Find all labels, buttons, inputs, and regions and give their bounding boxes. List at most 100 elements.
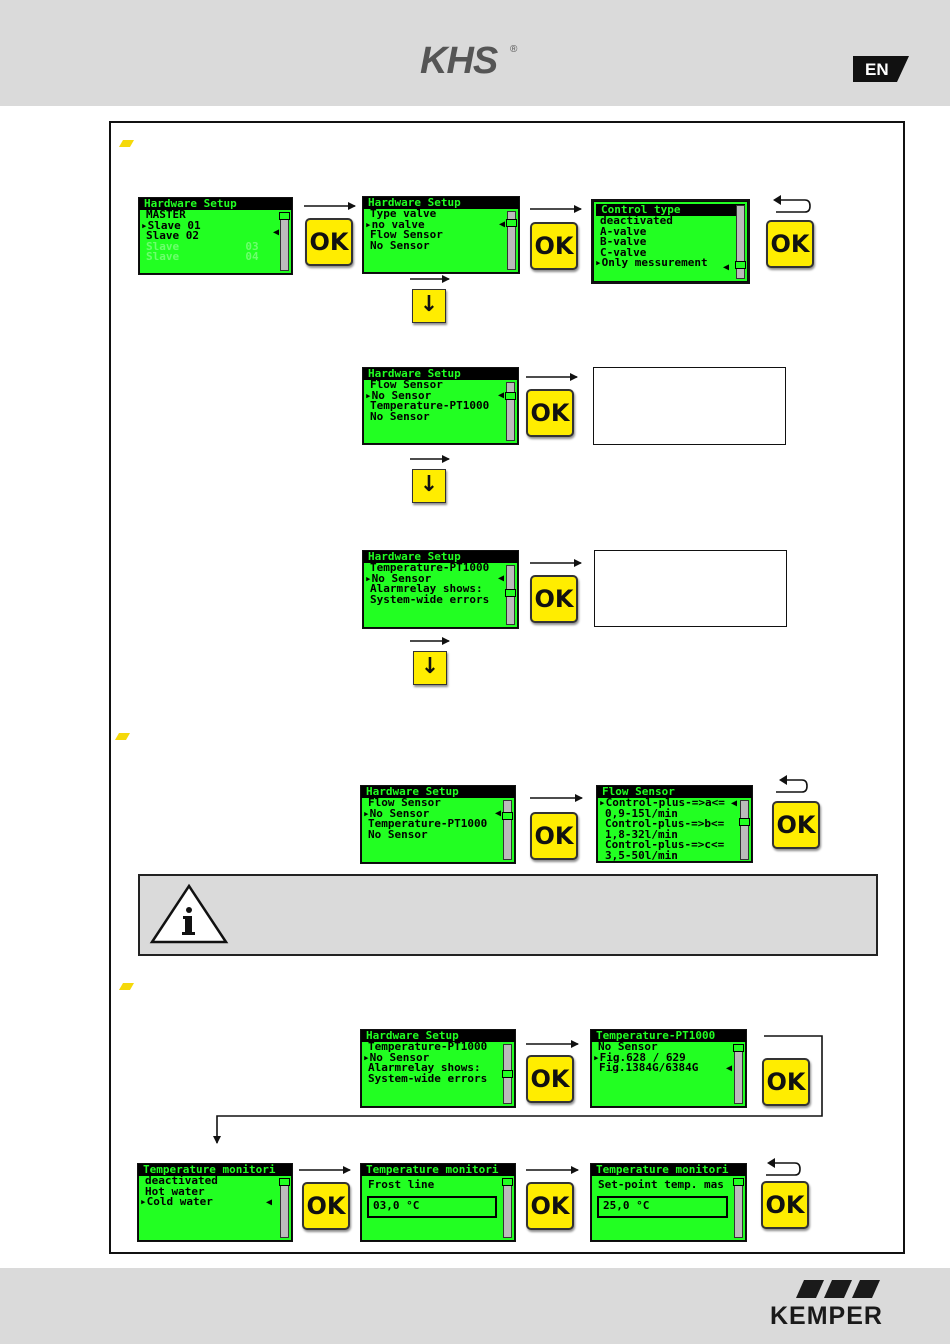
- scrollbar-knob: [279, 212, 290, 220]
- ok-button[interactable]: OK: [530, 575, 578, 623]
- selection-marker-icon: ▸: [365, 571, 372, 585]
- language-badge: [853, 56, 909, 82]
- down-arrow-button[interactable]: ↓: [413, 651, 447, 685]
- lcd-title: Hardware Setup: [363, 197, 519, 209]
- lcd-row: Temperature-PT1000: [368, 1040, 488, 1053]
- lcd-row-selected: ▸Only messurement: [595, 256, 708, 270]
- scrollbar-knob: [502, 812, 513, 820]
- down-arrow-button[interactable]: ↓: [412, 289, 446, 323]
- lcd-row: No Sensor: [370, 409, 430, 423]
- ok-button[interactable]: OK: [761, 1181, 809, 1229]
- ok-button[interactable]: OK: [526, 1182, 574, 1230]
- selection-marker-icon: ▸: [365, 217, 372, 231]
- frost-line-value: 03,0 °C: [367, 1196, 497, 1218]
- lcd-row: 1,8-32l/min: [605, 827, 678, 841]
- left-marker-icon: ◀: [731, 798, 738, 809]
- lcd-hardware-setup-slaves: Hardware Setup MASTER ▸Slave 01 Slave 02…: [138, 197, 293, 275]
- lcd-title: Hardware Setup: [361, 1030, 515, 1042]
- lcd-row-selected: ▸Slave 01: [141, 218, 201, 232]
- return-arrow-icon: [776, 199, 811, 213]
- ok-button[interactable]: OK: [305, 218, 353, 266]
- return-arrow-icon: [776, 779, 808, 793]
- selection-marker-icon: ▸: [599, 796, 606, 809]
- lcd-row: Alarmrelay shows:: [370, 582, 483, 596]
- lcd-row: No Sensor: [368, 827, 428, 841]
- lcd-row: System-wide errors: [368, 1071, 488, 1085]
- lcd-title: Temperature monitori: [361, 1164, 515, 1176]
- set-point-value: 25,0 °C: [597, 1196, 728, 1218]
- left-marker-icon: ◀: [499, 219, 506, 230]
- lcd-row-selected: ▸No Sensor: [363, 806, 430, 820]
- selection-marker-icon: ▸: [363, 806, 370, 820]
- selection-marker-icon: ▸: [595, 256, 602, 270]
- scrollbar-knob: [735, 261, 746, 269]
- lcd-row: Slave 02: [146, 229, 199, 243]
- lcd-title: Control type: [596, 204, 745, 216]
- connector-arrow-icon: [213, 1035, 823, 1144]
- down-arrow-button[interactable]: ↓: [412, 469, 446, 503]
- lcd-row: Temperature-PT1000: [370, 561, 490, 574]
- registered-mark: ®: [510, 44, 518, 55]
- lcd-hardware-setup-temperature-2: Hardware Setup Temperature-PT1000 ▸No Se…: [360, 1029, 516, 1108]
- lcd-row: Hot water: [145, 1184, 205, 1198]
- scrollbar: [507, 211, 516, 270]
- lcd-row-selected: ▸Control-plus-=>a<=: [599, 796, 725, 809]
- empty-result-box: [594, 550, 787, 627]
- ok-button[interactable]: OK: [772, 801, 820, 849]
- ok-button[interactable]: OK: [530, 812, 578, 860]
- scrollbar-knob: [502, 1070, 513, 1078]
- lcd-row: Temperature-PT1000: [370, 399, 490, 413]
- left-marker-icon: ◀: [273, 227, 280, 238]
- scrollbar-knob: [739, 818, 750, 826]
- kemper-logo: KEMPER: [770, 1302, 883, 1330]
- ok-button[interactable]: OK: [762, 1058, 810, 1106]
- lcd-row: deactivated: [600, 214, 673, 227]
- lcd-title: Hardware Setup: [361, 786, 515, 798]
- lcd-flow-sensor: Flow Sensor ▸Control-plus-=>a<= 0,9-15l/…: [596, 785, 753, 863]
- lcd-row: A-valve: [600, 224, 647, 238]
- scrollbar-knob: [279, 1178, 290, 1186]
- ok-button[interactable]: OK: [526, 389, 574, 437]
- lcd-set-point-temperature: Temperature monitori Set-point temp. mas…: [590, 1163, 747, 1242]
- left-marker-icon: ◀: [723, 262, 730, 273]
- scrollbar-knob: [502, 1178, 513, 1186]
- ok-button[interactable]: OK: [530, 222, 578, 270]
- ok-button[interactable]: OK: [302, 1182, 350, 1230]
- selection-marker-icon: ▸: [140, 1195, 147, 1209]
- left-marker-icon: ◀: [498, 573, 505, 584]
- lcd-row: C-valve: [600, 245, 647, 259]
- lcd-label: Frost line: [368, 1178, 435, 1191]
- ok-button[interactable]: OK: [766, 220, 814, 268]
- scrollbar-knob: [733, 1178, 744, 1186]
- scrollbar: [506, 382, 515, 441]
- scrollbar: [736, 205, 745, 279]
- lcd-title: Temperature monitori: [591, 1164, 746, 1176]
- ok-button[interactable]: OK: [526, 1055, 574, 1103]
- left-marker-icon: ◀: [498, 390, 505, 401]
- info-note-box: [138, 874, 878, 956]
- lcd-row: Slave 04: [146, 250, 259, 264]
- lcd-row: Flow Sensor: [370, 228, 443, 242]
- lcd-frost-line: Temperature monitori Frost line 03,0 °C: [360, 1163, 516, 1242]
- left-marker-icon: ◀: [726, 1063, 733, 1074]
- lcd-row: Temperature-PT1000: [368, 817, 488, 831]
- selection-marker-icon: ▸: [365, 388, 372, 402]
- lcd-row: Alarmrelay shows:: [368, 1061, 481, 1075]
- scrollbar: [503, 800, 512, 860]
- lcd-row: No Sensor: [370, 238, 430, 252]
- lcd-title: Temperature monitori: [138, 1164, 292, 1176]
- kemper-logo-mark-icon: [796, 1280, 880, 1298]
- lcd-row-selected: ▸No Sensor: [363, 1050, 430, 1064]
- lcd-row: Type valve: [370, 207, 437, 220]
- lcd-temperature-monitoring-select: Temperature monitori deactivated Hot wat…: [137, 1163, 293, 1242]
- language-label: EN: [865, 60, 889, 79]
- info-triangle-icon: [149, 883, 229, 944]
- lcd-row: B-valve: [600, 235, 647, 249]
- lcd-title: Hardware Setup: [363, 368, 518, 380]
- lcd-title: Hardware Setup: [139, 198, 292, 210]
- lcd-label: Set-point temp. mas: [598, 1178, 724, 1191]
- lcd-row: Slave 03: [146, 239, 259, 253]
- lcd-hardware-setup-flow: Hardware Setup Flow Sensor ▸No Sensor Te…: [362, 367, 519, 445]
- scrollbar-knob: [506, 219, 517, 227]
- page-header: [0, 0, 950, 106]
